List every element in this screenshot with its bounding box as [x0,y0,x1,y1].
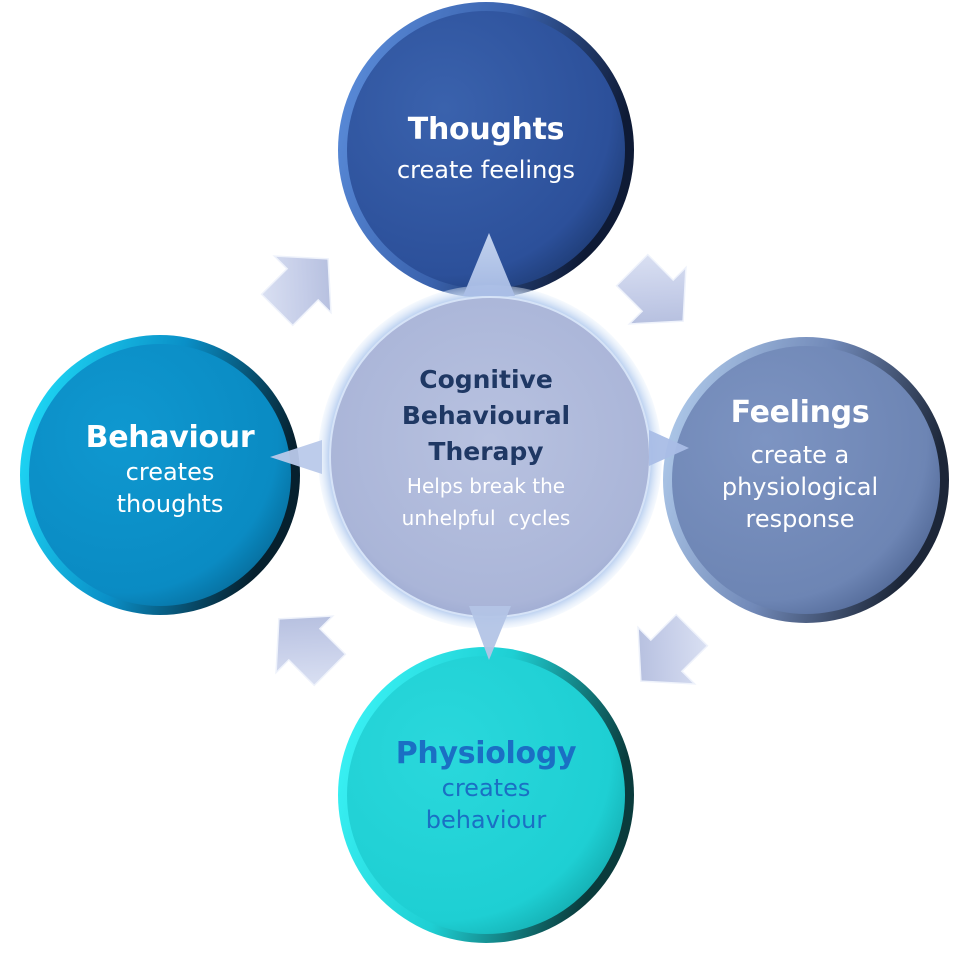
arrow-down-right-icon [615,253,687,325]
node-feelings-title: Feelings [730,395,870,430]
node-physiology-title: Physiology [395,736,577,771]
pointer-to-feelings-icon [649,430,689,466]
node-feelings-subtitle-line-3: response [745,505,855,533]
pointer-to-behaviour-icon [270,440,322,474]
node-behaviour [20,335,300,615]
cycle-arrow-physiology-to-behaviour [275,615,347,687]
cycle-arrow-thoughts-to-feelings [615,253,687,325]
node-behaviour-subtitle-line-2: thoughts [116,490,224,518]
node-physiology-label: Physiology creates behaviour [396,736,577,836]
pointer-to-physiology-icon [469,606,511,660]
center-subtitle-line-2: unhelpful cycles [401,506,571,530]
center-label: Cognitive Behavioural Therapy Helps brea… [402,362,571,534]
node-physiology [338,647,634,943]
arrow-down-left-icon [637,613,709,685]
node-thoughts [338,2,634,298]
center-title-line-1: Cognitive [419,365,553,394]
center-title-line-3: Therapy [428,437,544,466]
arrow-up-right-icon [260,255,332,327]
node-feelings-subtitle-line-2: physiological [721,473,879,501]
center-title-line-2: Behavioural [401,401,571,430]
node-feelings [663,337,949,623]
arrow-up-left-icon [275,615,347,687]
node-thoughts-subtitle: create feelings [396,156,576,184]
cycle-arrow-behaviour-to-thoughts [260,255,332,327]
node-feelings-subtitle-line-1: create a [750,441,850,469]
node-behaviour-title: Behaviour [85,420,255,455]
center-node [318,285,662,629]
node-physiology-subtitle-line-2: behaviour [425,806,547,834]
pointer-to-thoughts-icon [463,233,515,296]
center-subtitle-line-1: Helps break the [406,474,566,498]
node-thoughts-label: Thoughts create feelings [397,112,575,186]
node-feelings-label: Feelings create a physiological response [722,395,878,535]
node-behaviour-subtitle-line-1: creates [125,458,215,486]
node-physiology-subtitle-line-1: creates [441,774,531,802]
node-thoughts-title: Thoughts [407,112,565,147]
node-behaviour-label: Behaviour creates thoughts [86,420,255,520]
cycle-arrow-feelings-to-physiology [637,613,709,685]
